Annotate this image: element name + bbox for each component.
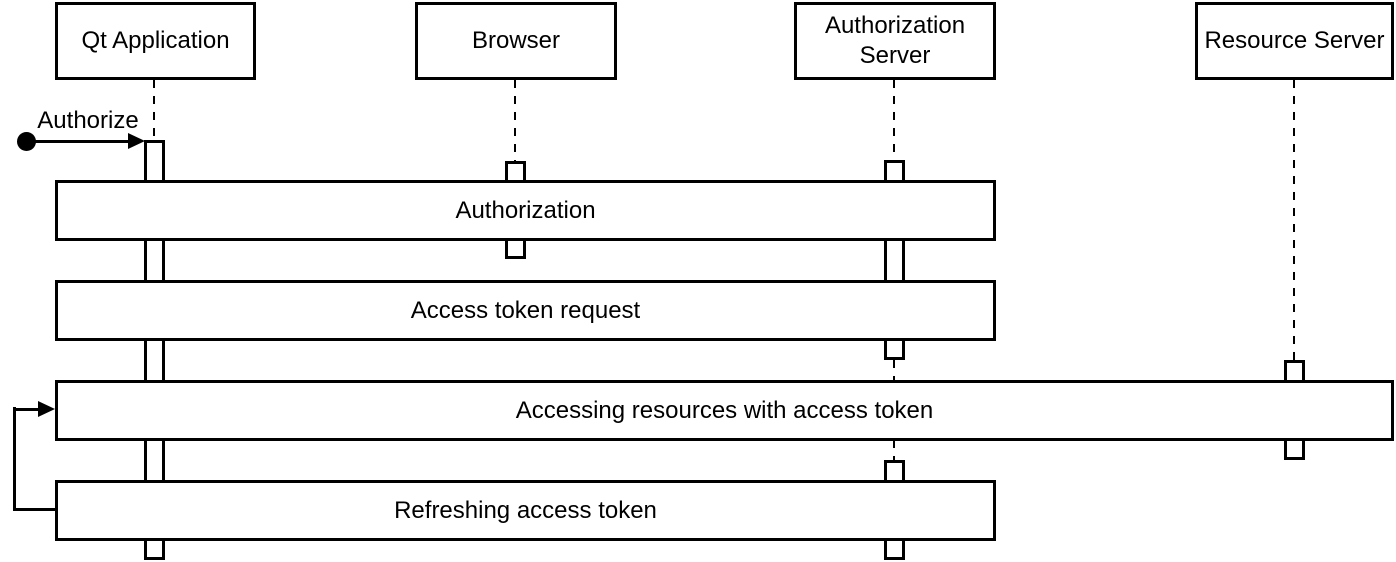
activation-qt-application xyxy=(144,140,165,560)
participant-authorization-server: Authorization Server xyxy=(794,2,996,80)
message-label-accessing-resources: Accessing resources with access token xyxy=(515,396,934,424)
loop-arrowhead-icon xyxy=(38,401,55,417)
message-box-refreshing-access-token: Refreshing access token xyxy=(55,480,996,541)
participant-label-resource-server: Resource Server xyxy=(1204,27,1385,54)
participant-label-authorization-server: Authorization Server xyxy=(824,12,966,69)
participant-browser: Browser xyxy=(415,2,617,80)
message-box-access-token-request: Access token request xyxy=(55,280,996,341)
lifeline-authorization-server-upper xyxy=(893,80,895,162)
loop-line-top xyxy=(13,408,40,411)
message-label-authorization: Authorization xyxy=(455,196,596,224)
participant-label-browser: Browser xyxy=(471,27,561,54)
start-message-label: Authorize xyxy=(37,107,139,134)
participant-qt-application: Qt Application xyxy=(55,2,256,80)
message-label-refreshing-access-token: Refreshing access token xyxy=(394,496,657,524)
lifeline-qt-application xyxy=(153,80,155,142)
lifeline-resource-server xyxy=(1293,80,1295,362)
participant-resource-server: Resource Server xyxy=(1195,2,1394,80)
loop-line-vertical xyxy=(13,407,16,511)
authorize-arrowhead-icon xyxy=(128,133,145,149)
loop-line-bottom xyxy=(13,508,57,511)
message-label-access-token-request: Access token request xyxy=(410,296,641,324)
authorize-arrow-line xyxy=(26,140,129,143)
lifeline-browser xyxy=(514,80,516,163)
message-box-accessing-resources: Accessing resources with access token xyxy=(55,380,1394,441)
message-box-authorization: Authorization xyxy=(55,180,996,241)
participant-label-qt-application: Qt Application xyxy=(81,27,230,54)
